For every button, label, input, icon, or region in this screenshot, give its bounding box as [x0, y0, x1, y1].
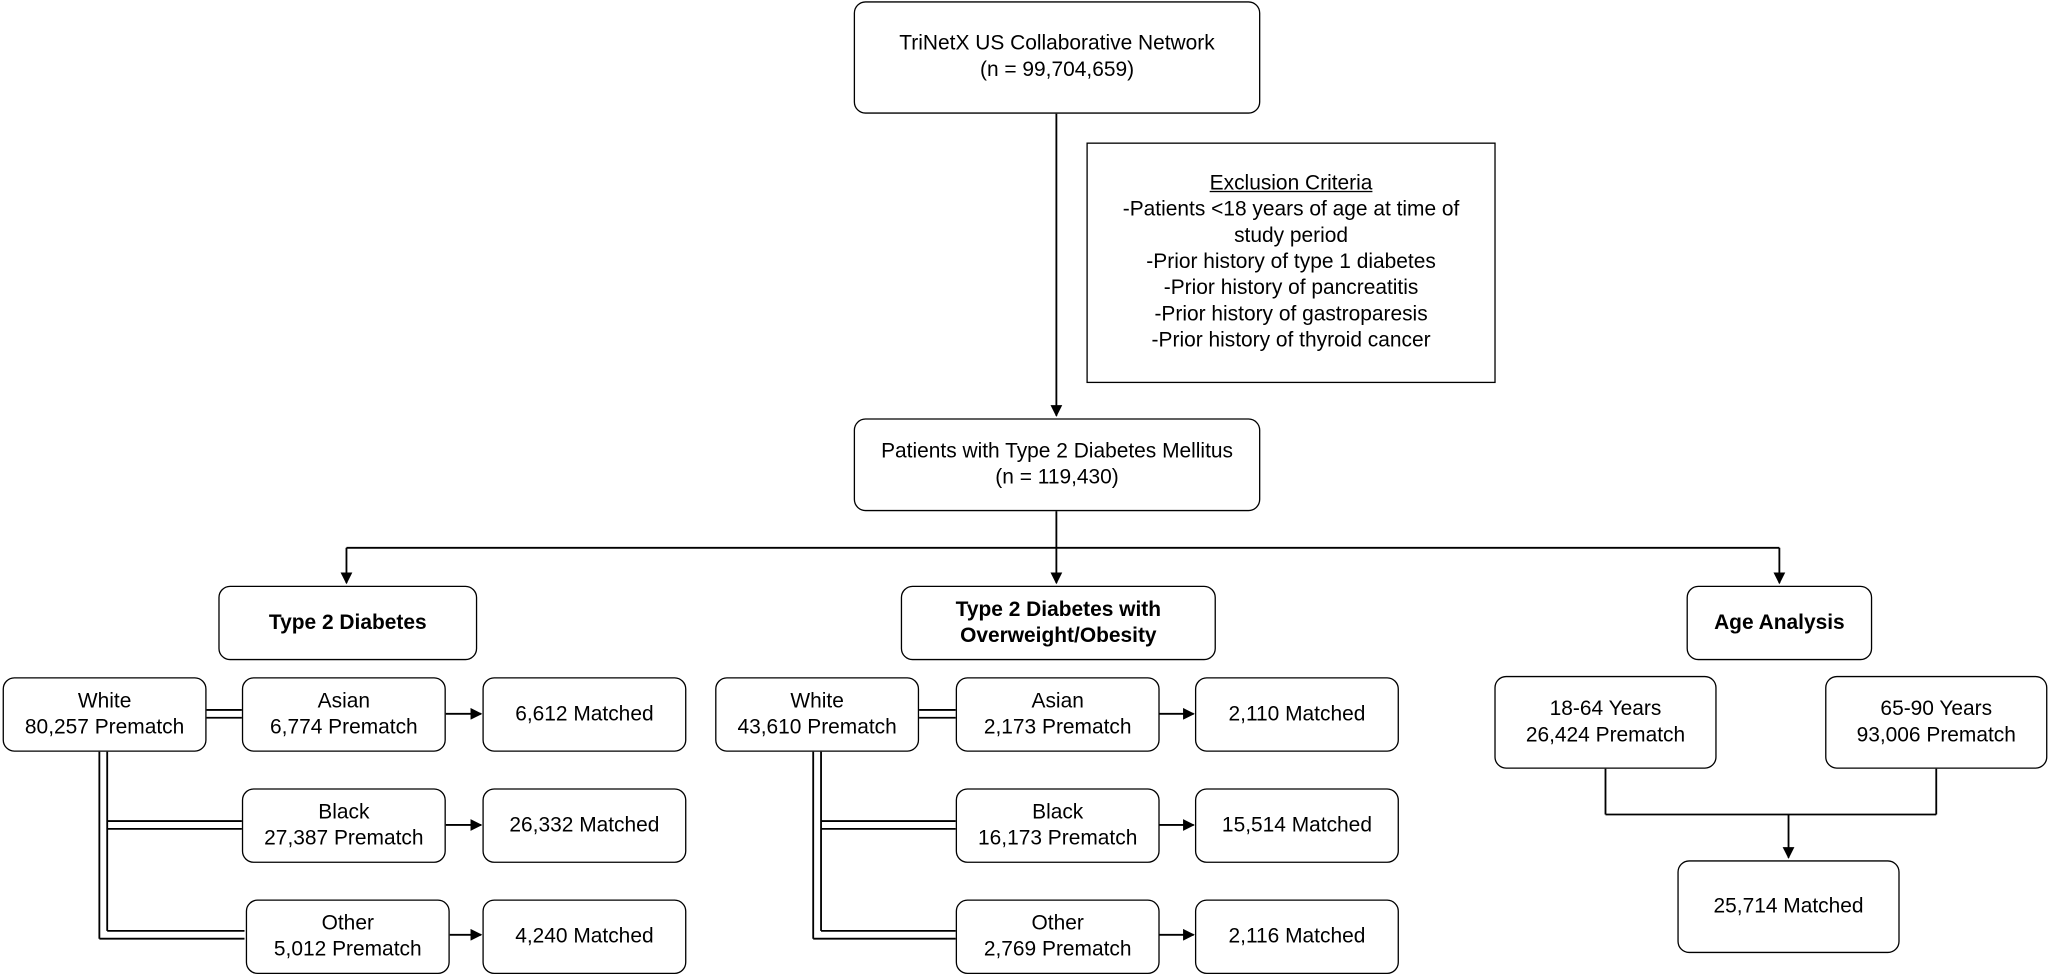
t2do-asian-count: 2,173 Prematch — [983, 715, 1132, 739]
t2d-asian-name: Asian — [317, 689, 371, 712]
source-network-count: (n = 99,704,659) — [979, 58, 1135, 82]
t2do-other-box: Other 2,769 Prematch — [955, 899, 1160, 975]
age-old-name: 65-90 Years — [1880, 697, 1993, 720]
exclusion-item: -Prior history of thyroid cancer — [1151, 329, 1431, 352]
t2d-other-count: 5,012 Prematch — [273, 938, 422, 961]
group-t2do-box: Type 2 Diabetes with Overweight/Obesity — [900, 585, 1216, 661]
t2d-black-matched-box: 26,332 Matched — [482, 788, 687, 863]
group-t2do-label-1: Type 2 Diabetes with — [955, 598, 1162, 621]
t2d-asian-matched: 6,612 Matched — [515, 702, 654, 725]
t2d-black-count: 27,387 Prematch — [264, 826, 424, 850]
age-old-count: 93,006 Prematch — [1856, 723, 2016, 746]
exclusion-item: -Patients <18 years of age at time of — [1122, 198, 1460, 221]
cohort-count: (n = 119,430) — [995, 466, 1119, 489]
group-age-box: Age Analysis — [1686, 585, 1873, 661]
t2do-other-count: 2,769 Prematch — [983, 938, 1132, 961]
t2do-asian-name: Asian — [1031, 689, 1084, 712]
t2d-white-box: White 80,257 Prematch — [2, 677, 207, 752]
t2do-other-name: Other — [1031, 911, 1084, 935]
t2do-other-matched: 2,116 Matched — [1228, 924, 1366, 948]
exclusion-criteria-title: Exclusion Criteria — [1209, 172, 1373, 195]
t2do-black-count: 16,173 Prematch — [978, 826, 1138, 850]
t2d-white-count: 80,257 Prematch — [24, 715, 185, 739]
exclusion-item: -Prior history of gastroparesis — [1154, 303, 1428, 326]
t2d-black-box: Black 27,387 Prematch — [241, 788, 446, 863]
exclusion-criteria-box: Exclusion Criteria -Patients <18 years o… — [1086, 142, 1496, 384]
t2do-white-box: White 43,610 Prematch — [715, 677, 920, 752]
t2d-black-name: Black — [318, 800, 370, 824]
age-old-box: 65-90 Years 93,006 Prematch — [1825, 675, 2048, 769]
t2d-other-matched-box: 4,240 Matched — [482, 899, 687, 975]
age-young-box: 18-64 Years 26,424 Prematch — [1494, 675, 1717, 769]
t2do-black-matched: 15,514 Matched — [1221, 813, 1372, 837]
cohort-title: Patients with Type 2 Diabetes Mellitus — [881, 439, 1233, 463]
t2d-other-matched: 4,240 Matched — [515, 924, 654, 948]
t2do-other-matched-box: 2,116 Matched — [1194, 899, 1399, 975]
exclusion-item: -Prior history of pancreatitis — [1163, 277, 1419, 300]
cohort-box: Patients with Type 2 Diabetes Mellitus (… — [853, 418, 1261, 512]
t2d-black-matched: 26,332 Matched — [509, 813, 660, 837]
t2d-asian-matched-box: 6,612 Matched — [482, 677, 687, 752]
t2do-asian-matched: 2,110 Matched — [1228, 702, 1366, 725]
t2do-black-name: Black — [1032, 800, 1084, 824]
group-t2d-box: Type 2 Diabetes — [218, 585, 478, 661]
t2d-other-box: Other 5,012 Prematch — [245, 899, 450, 975]
group-t2do-label-2: Overweight/Obesity — [960, 624, 1157, 647]
group-age-label: Age Analysis — [1714, 611, 1845, 634]
age-young-name: 18-64 Years — [1549, 697, 1662, 720]
t2d-double-links — [98, 709, 245, 940]
source-network-box: TriNetX US Collaborative Network (n = 99… — [853, 1, 1261, 114]
t2do-white-name: White — [790, 689, 844, 712]
exclusion-item: study period — [1234, 224, 1349, 248]
t2d-white-name: White — [77, 689, 132, 712]
t2do-black-box: Black 16,173 Prematch — [955, 788, 1160, 863]
t2d-asian-count: 6,774 Prematch — [269, 715, 418, 739]
t2do-white-count: 43,610 Prematch — [737, 715, 897, 739]
t2do-asian-box: Asian 2,173 Prematch — [955, 677, 1160, 752]
source-network-title: TriNetX US Collaborative Network — [899, 32, 1215, 55]
age-matched: 25,714 Matched — [1713, 894, 1864, 918]
exclusion-item: -Prior history of type 1 diabetes — [1146, 251, 1436, 274]
t2d-other-name: Other — [321, 911, 374, 935]
age-matched-box: 25,714 Matched — [1677, 860, 1900, 954]
t2d-asian-box: Asian 6,774 Prematch — [241, 677, 446, 752]
t2do-black-matched-box: 15,514 Matched — [1194, 788, 1399, 863]
age-young-count: 26,424 Prematch — [1525, 723, 1686, 746]
group-t2d-label: Type 2 Diabetes — [268, 611, 427, 634]
t2do-asian-matched-box: 2,110 Matched — [1194, 677, 1399, 752]
t2do-double-links — [812, 709, 956, 940]
